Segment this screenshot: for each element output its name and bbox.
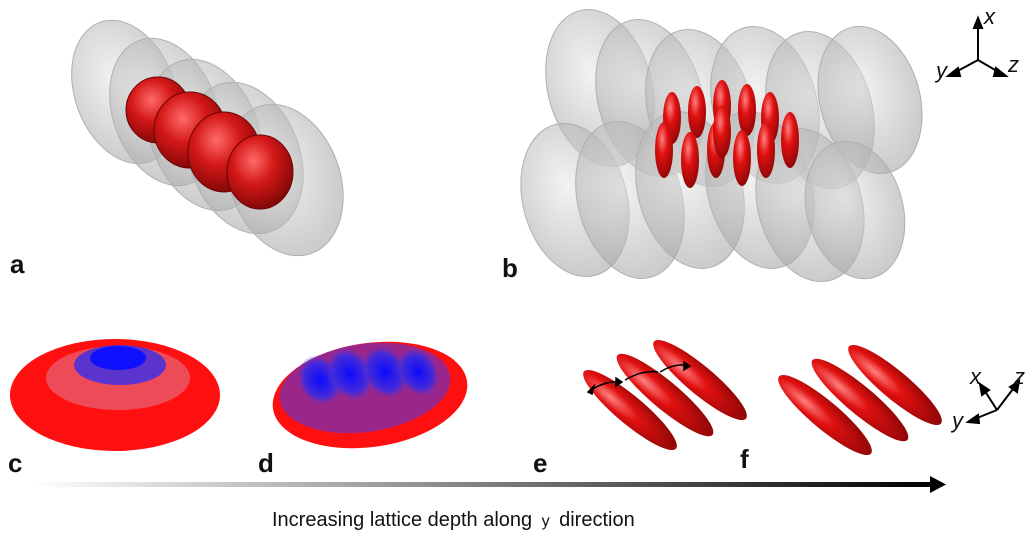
axis-triad-bottom (965, 378, 1021, 425)
gray-lattice-shells (520, 9, 923, 283)
axis-y-label-bottom: y (950, 408, 965, 433)
red-cigar-condensates (655, 80, 799, 188)
panel-c-drawing (10, 339, 220, 451)
axis-z-label-bottom: z (1013, 364, 1025, 389)
caption-suffix: direction (559, 509, 635, 531)
axis-z-label-top: z (1007, 52, 1019, 77)
red-disk-condensates (125, 76, 294, 210)
panel-e-drawing (583, 339, 747, 451)
tunneling-arrows (586, 360, 692, 396)
panel-d-drawing (272, 341, 468, 449)
panel-label-b: b (502, 253, 518, 283)
axis-x-label-bottom: x (969, 364, 982, 389)
caption-main: Increasing lattice depth along (272, 509, 532, 531)
panel-label-c: c (8, 448, 22, 478)
panel-label-d: d (258, 448, 274, 478)
lattice-depth-arrow (32, 476, 946, 493)
axis-x-label-top: x (983, 4, 996, 29)
axis-y-label-top: y (934, 58, 949, 83)
panel-label-a: a (10, 249, 25, 279)
axis-triad-top (945, 15, 1009, 77)
panel-a-drawing (71, 19, 344, 257)
panel-f-drawing (778, 344, 942, 456)
caption: Increasing lattice depth along y directi… (272, 509, 635, 531)
panel-label-e: e (533, 448, 547, 478)
caption-axis: y (542, 513, 550, 530)
panel-label-f: f (740, 444, 749, 474)
panel-b-drawing (520, 9, 923, 283)
